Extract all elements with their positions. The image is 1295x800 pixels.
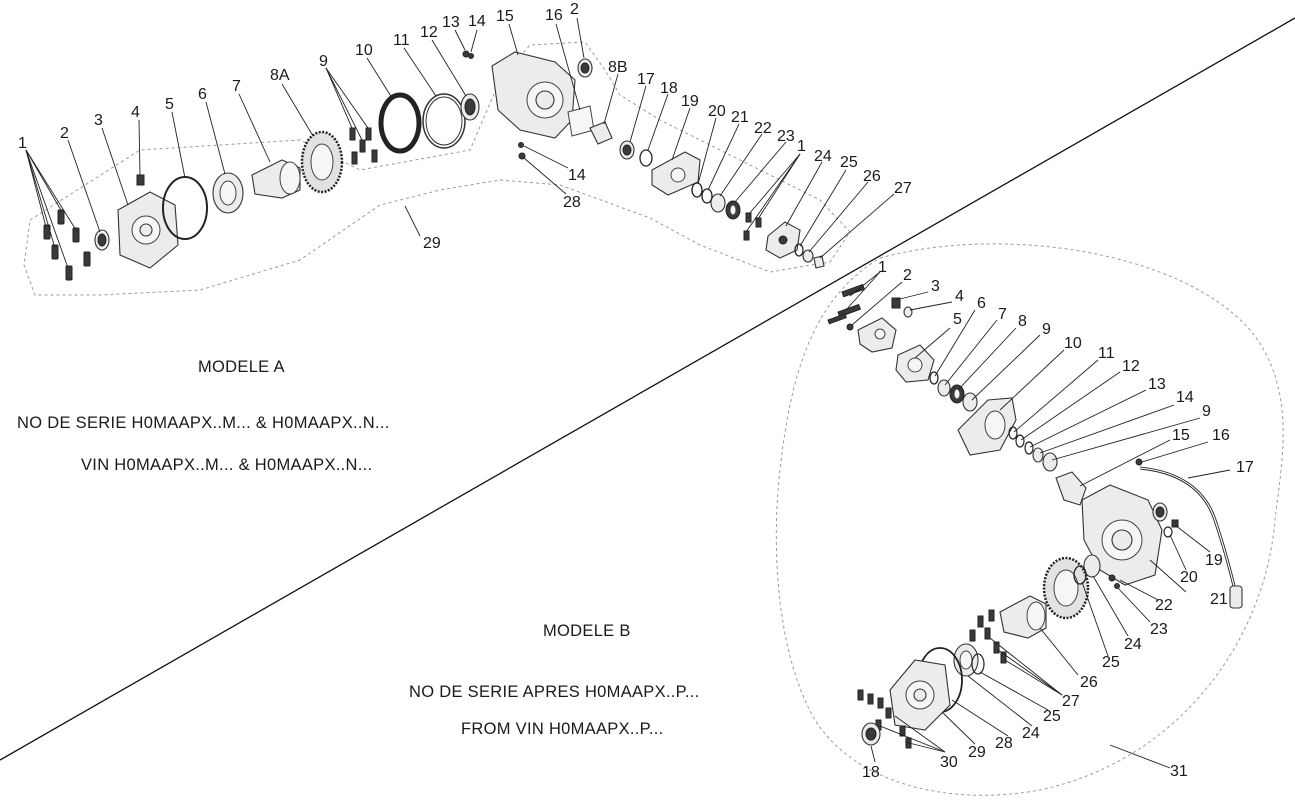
callout-a-4: 4	[131, 104, 140, 121]
callout-a-25: 25	[840, 154, 858, 171]
callout-b-30: 30	[940, 754, 958, 771]
callout-a-1b: 1	[797, 138, 806, 155]
callout-b-5: 5	[953, 311, 962, 328]
callout-a-7: 7	[232, 78, 241, 95]
callout-a-14b: 14	[568, 167, 586, 184]
callout-b-21: 21	[1210, 591, 1228, 608]
callout-b-13: 13	[1148, 376, 1166, 393]
callout-a-20: 20	[708, 103, 726, 120]
callout-a-22: 22	[754, 120, 772, 137]
model-a-vin: VIN H0MAAPX..M... & H0MAAPX..N...	[81, 456, 373, 474]
callout-b-27: 27	[1062, 693, 1080, 710]
callout-a-21: 21	[731, 109, 749, 126]
callout-a-23: 23	[777, 128, 795, 145]
callout-a-1: 1	[18, 135, 27, 152]
callout-b-25: 25	[1102, 654, 1120, 671]
callout-b-24: 24	[1124, 636, 1142, 653]
leaders-a	[25, 17, 895, 269]
callout-b-4: 4	[955, 288, 964, 305]
callout-b-9b: 9	[1202, 403, 1211, 420]
callout-b-9: 9	[1042, 321, 1051, 338]
callout-b-24b: 24	[1022, 725, 1040, 742]
callouts-b: 1 2 3 4 6 7 8 9 5 10 11 12 13 14 9 15 16…	[862, 259, 1254, 781]
callout-a-14: 14	[468, 13, 486, 30]
parts-a	[43, 50, 825, 281]
callout-a-2b: 2	[570, 1, 579, 18]
callout-a-18: 18	[660, 80, 678, 97]
callout-b-7: 7	[998, 306, 1007, 323]
callout-b-11: 11	[1098, 345, 1115, 362]
callout-a-12: 12	[420, 24, 438, 41]
callout-b-18: 18	[862, 764, 880, 781]
assembly-outline-b	[775, 243, 1284, 796]
model-b-vin: FROM VIN H0MAAPX..P...	[461, 720, 664, 738]
callout-b-22: 22	[1155, 597, 1173, 614]
model-a-serial: NO DE SERIE H0MAAPX..M... & H0MAAPX..N..…	[17, 414, 390, 432]
callout-b-10: 10	[1064, 335, 1082, 352]
callout-a-29: 29	[423, 235, 441, 252]
callout-a-9: 9	[319, 53, 328, 70]
callout-a-11: 11	[393, 32, 410, 49]
callout-a-17: 17	[637, 71, 655, 88]
callout-b-3: 3	[931, 278, 940, 295]
callout-b-8: 8	[1018, 313, 1027, 330]
callout-a-5: 5	[165, 96, 174, 113]
callout-b-26: 26	[1080, 674, 1098, 691]
callout-a-15: 15	[496, 8, 514, 25]
callout-b-6: 6	[977, 295, 986, 312]
callout-a-2: 2	[60, 125, 69, 142]
callout-a-8A: 8A	[270, 67, 290, 84]
leaders-b	[845, 271, 1231, 769]
callout-a-6: 6	[198, 86, 207, 103]
callout-b-23: 23	[1150, 621, 1168, 638]
callout-b-12: 12	[1122, 358, 1140, 375]
callout-a-27: 27	[894, 180, 912, 197]
callout-b-16: 16	[1212, 427, 1230, 444]
separator-diagonal	[0, 17, 1295, 761]
callout-b-14: 14	[1176, 389, 1194, 406]
callout-a-28: 28	[563, 194, 581, 211]
callout-b-19: 19	[1205, 552, 1223, 569]
callout-a-10: 10	[355, 42, 373, 59]
callout-b-20: 20	[1180, 569, 1198, 586]
model-b-title: MODELE B	[543, 622, 631, 640]
bolts-9-a	[349, 127, 378, 165]
callout-a-24: 24	[814, 148, 832, 165]
callout-b-2: 2	[903, 267, 912, 284]
callout-b-28: 28	[995, 735, 1013, 752]
callout-b-15: 15	[1172, 427, 1190, 444]
model-a-title: MODELE A	[198, 358, 285, 376]
parts-b	[827, 283, 1243, 749]
callout-b-29: 29	[968, 744, 986, 761]
callout-b-17: 17	[1236, 459, 1254, 476]
callouts-a: 1 2 3 4 5 6 7 8A 9 10 11 12 13 14 15 16 …	[18, 1, 912, 252]
callout-b-31: 31	[1170, 763, 1188, 780]
callout-b-25b: 25	[1043, 708, 1061, 725]
callout-a-16: 16	[545, 7, 563, 24]
callout-b-1: 1	[878, 259, 887, 276]
callout-a-3: 3	[94, 112, 103, 129]
callout-a-13: 13	[442, 14, 460, 31]
callout-a-26: 26	[863, 168, 881, 185]
callout-a-19: 19	[681, 93, 699, 110]
bolts-1-a	[43, 209, 91, 281]
callout-a-8B: 8B	[608, 59, 628, 76]
model-b-serial: NO DE SERIE APRES H0MAAPX..P...	[409, 683, 700, 701]
